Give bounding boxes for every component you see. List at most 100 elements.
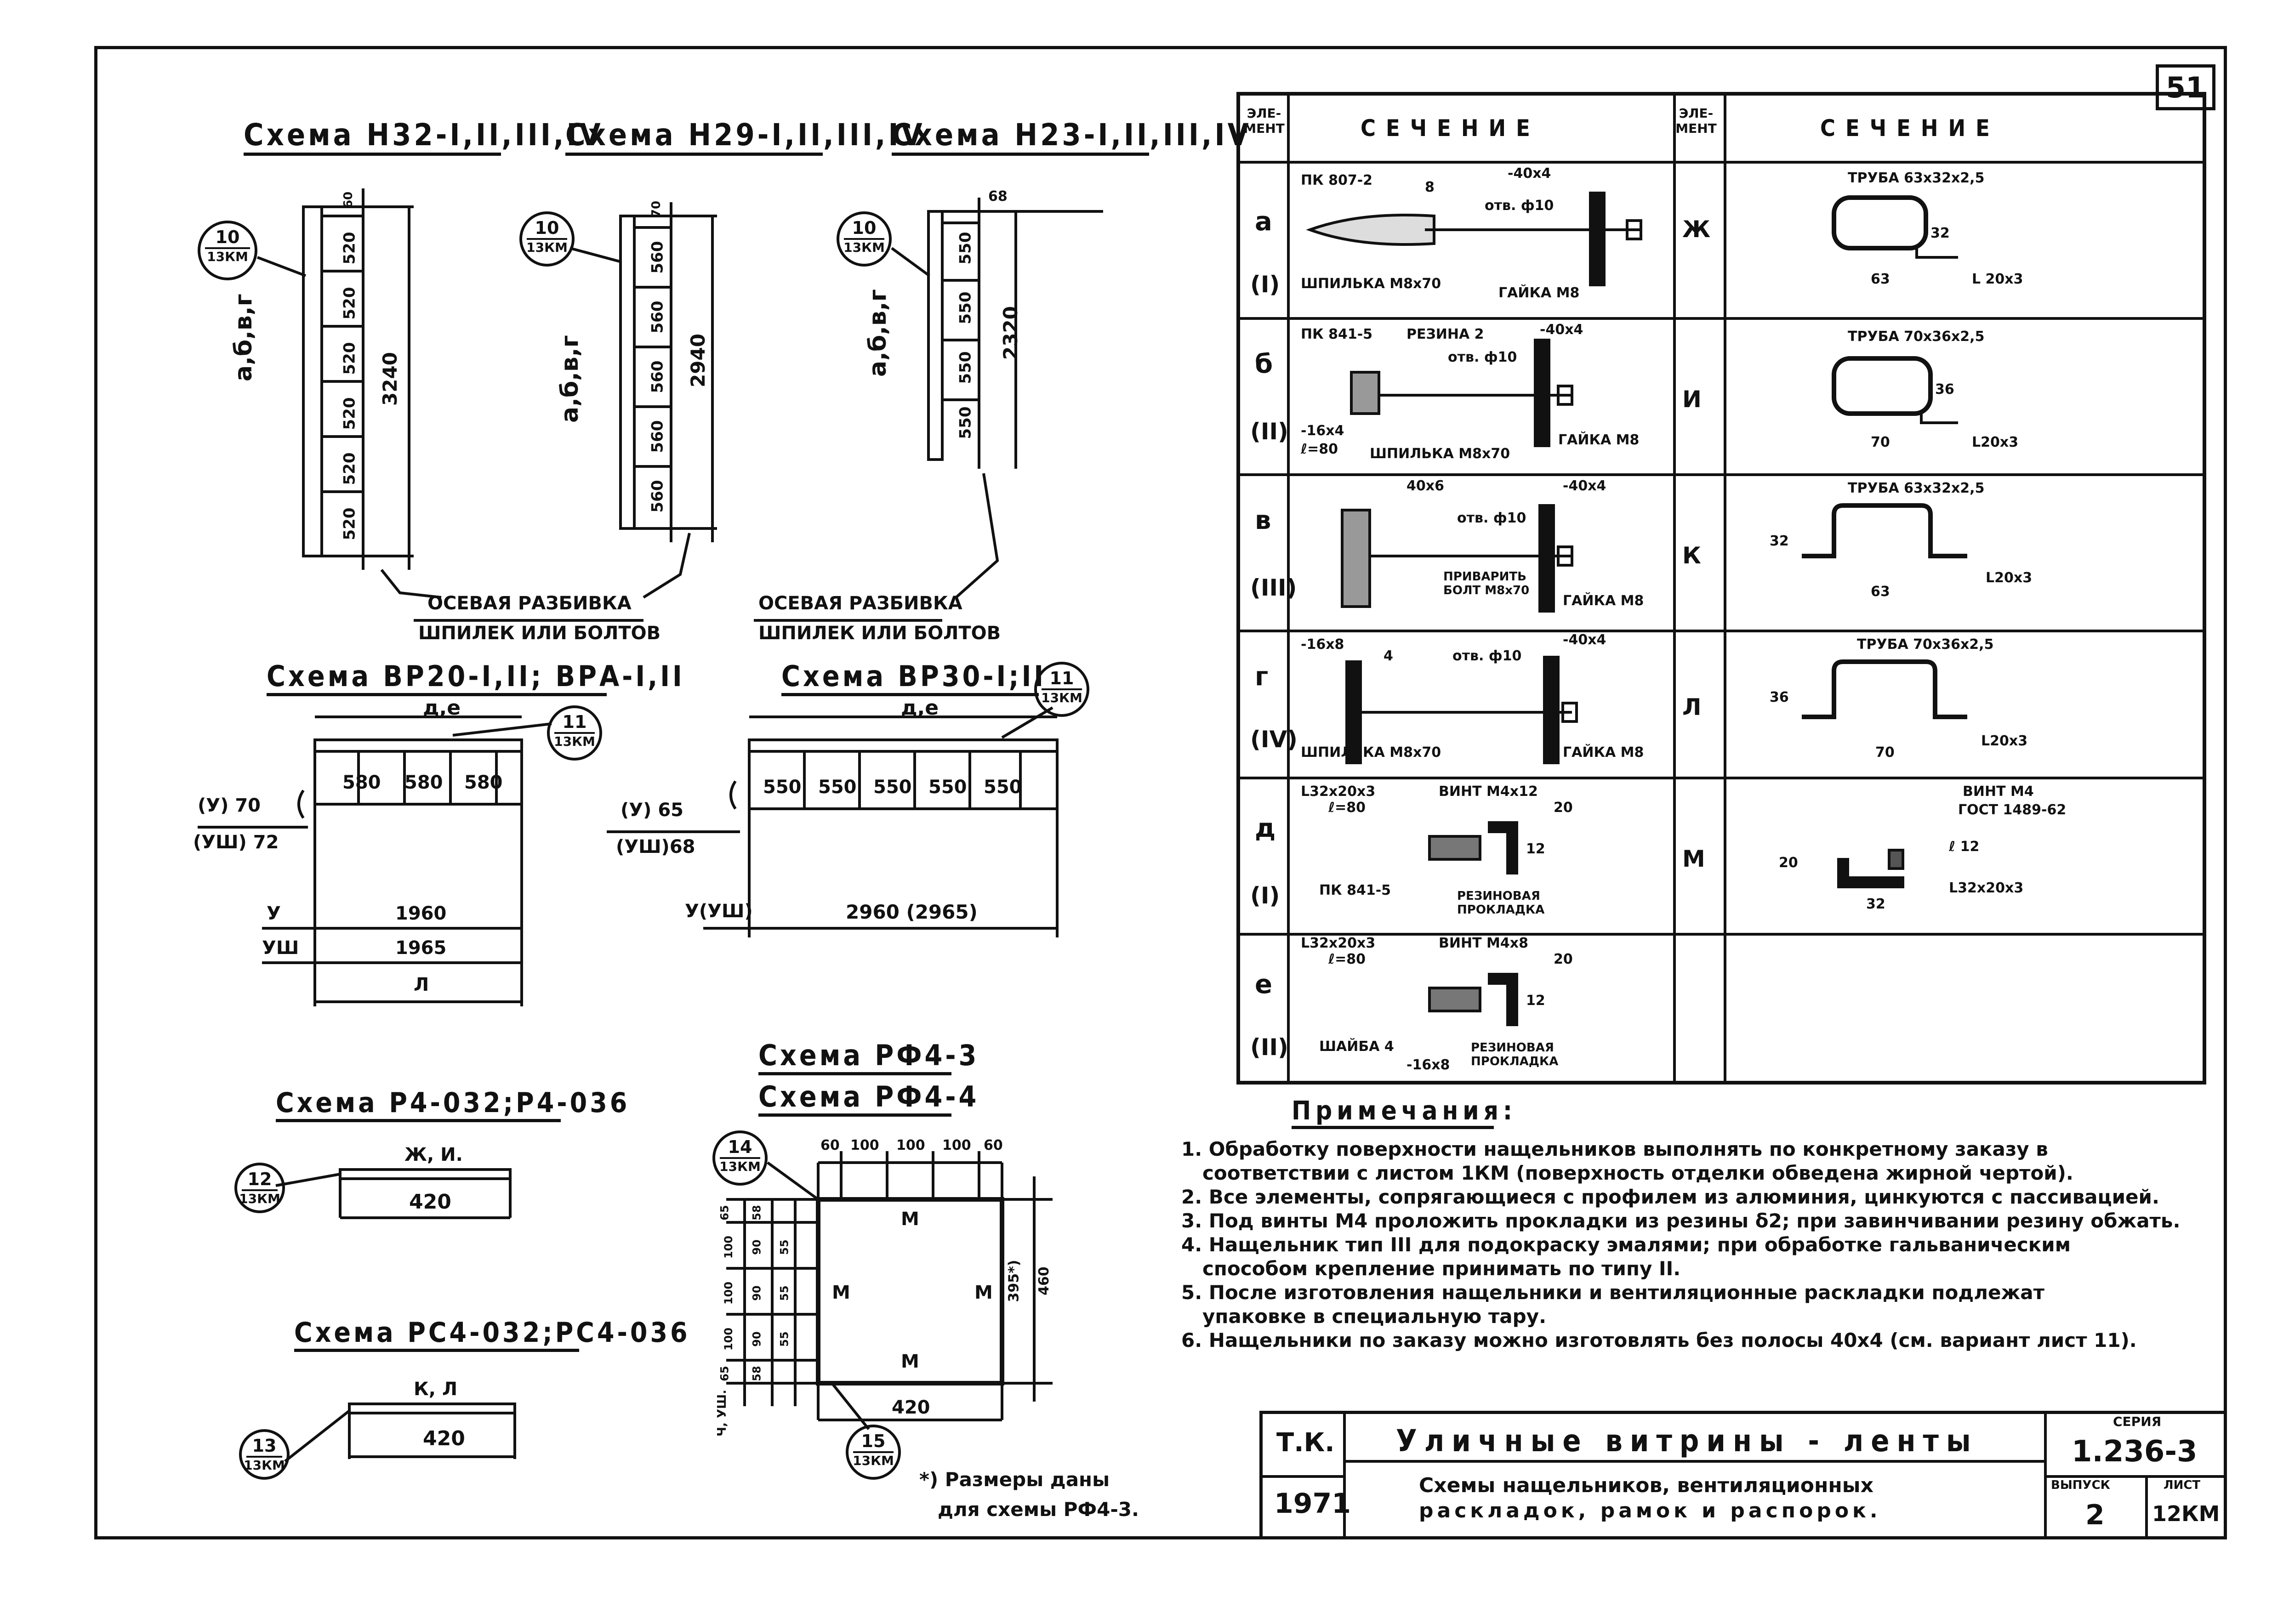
row-l-l0: ТРУБА 70х36х2,5 xyxy=(1857,636,1994,653)
row-e-l0: L32х20х3 xyxy=(1301,935,1376,951)
rf4-right-dim-2: 460 xyxy=(1036,1266,1052,1295)
title-sheet: 12КМ xyxy=(2152,1501,2220,1526)
vr30-cell-0: 550 xyxy=(763,777,802,798)
vr20-row-l-value: Л xyxy=(414,974,429,995)
row-v-l3: ПРИВАРИТЬ БОЛТ М8х70 xyxy=(1443,570,1530,597)
row-b-l4: -16х4 xyxy=(1301,423,1344,439)
row-d-l1: ℓ=80 xyxy=(1328,800,1366,816)
notes-list: 1. Обработку поверхности нащельников вып… xyxy=(1181,1137,2206,1352)
n29-seg-1: 560 xyxy=(648,241,667,274)
rf4-title-2: Схема РФ4-4 xyxy=(758,1080,976,1117)
note-line-5: способом крепление принимать по типу II. xyxy=(1202,1257,1681,1280)
n29-seg-5: 560 xyxy=(648,480,667,513)
row-i-l1: 36 xyxy=(1935,381,1954,397)
row-e-type: (II) xyxy=(1250,1034,1288,1061)
row-k-l1: 32 xyxy=(1770,533,1789,549)
note-line-4: 4. Нащельник тип III для подокраску эмал… xyxy=(1181,1233,2071,1256)
vr20-row-u-value: 1960 xyxy=(395,903,447,924)
row-v-l0: 40х6 xyxy=(1406,478,1444,494)
row-e-l7: РЕЗИНОВАЯ ПРОКЛАДКА xyxy=(1471,1041,1559,1068)
row-zh-l1: 32 xyxy=(1930,225,1950,241)
rf4-title-1: Схема РФ4-3 xyxy=(758,1039,976,1075)
sheet-number: 51 xyxy=(2165,71,2206,104)
title-year: 1971 xyxy=(1274,1488,1351,1520)
sections-table xyxy=(1236,92,2206,1085)
row-e-el: е xyxy=(1255,970,1272,999)
axis-note-1a: ОСЕВАЯ РАЗБИВКА xyxy=(427,593,632,614)
row-v-el: в xyxy=(1255,505,1271,535)
row-m-l0: ВИНТ М4 xyxy=(1963,784,2034,800)
title-issue: 2 xyxy=(2085,1499,2105,1531)
row-d-l4: 12 xyxy=(1526,841,1545,857)
row-b-l2: -40х4 xyxy=(1540,322,1583,338)
sheet-number-box: 51 xyxy=(2156,64,2215,110)
row-b-l5: ℓ=80 xyxy=(1301,441,1338,457)
row-i-l3: L20х3 xyxy=(1972,434,2019,450)
p4-label: Ж, И. xyxy=(404,1144,463,1165)
vr30-ref-circle: 11 13КМ xyxy=(1034,662,1089,717)
title-issue-label: ВЫПУСК xyxy=(2051,1478,2110,1492)
row-a-l5: ГАЙКА М8 xyxy=(1498,285,1580,301)
axis-note-1b: ОСЕВАЯ РАЗБИВКА xyxy=(758,593,962,614)
row-e-l3: 20 xyxy=(1554,951,1573,967)
n32-profile xyxy=(302,205,323,557)
title-main: Уличные витрины - ленты xyxy=(1396,1423,1978,1459)
row-d-l0: L32х20х3 xyxy=(1301,784,1376,800)
p4-value: 420 xyxy=(409,1190,451,1214)
title-tk: Т.К. xyxy=(1276,1428,1335,1458)
row-zh-l3: L 20х3 xyxy=(1972,271,2023,287)
title-sub-1: Схемы нащельников, вентиляционных xyxy=(1419,1474,1873,1497)
row-g-l4: ШПИЛЬКА М8х70 xyxy=(1301,744,1441,761)
n32-title: Схема Н32-I,II,III,IV xyxy=(244,117,601,156)
row-v-type: (III) xyxy=(1250,574,1297,601)
rf4-top-dim-4: 60 xyxy=(984,1137,1003,1153)
rf4-m-left: М xyxy=(832,1282,850,1303)
vr30-top-label: д,е xyxy=(901,696,939,720)
note-line-2: 2. Все элементы, сопрягающиеся с профиле… xyxy=(1181,1186,2159,1208)
n23-top-mark: 68 xyxy=(988,188,1008,204)
n23-side-label: а,б,в,г xyxy=(864,289,892,377)
rf4-bottom-dim: 420 xyxy=(892,1397,930,1418)
notes-title: Примечания: xyxy=(1292,1096,1512,1129)
pc4-ref-circle: 13 13КМ xyxy=(239,1429,290,1480)
title-sub-2: раскладок, рамок и распорок. xyxy=(1419,1499,1881,1522)
vr20-cell-0: 580 xyxy=(342,772,381,793)
n32-ticks xyxy=(322,215,363,493)
rf4-m-top: М xyxy=(901,1209,919,1230)
vr30-side-2: (УШ)68 xyxy=(616,836,695,857)
title-block: Т.К. 1971 Уличные витрины - ленты Схемы … xyxy=(1259,1411,2227,1539)
rf4-left-dim-4: 65 xyxy=(718,1366,731,1381)
rf4-left-dim2-2: 90 xyxy=(750,1285,763,1301)
n29-seg-0: 70 xyxy=(649,200,664,218)
n32-seg-4: 520 xyxy=(340,397,359,430)
vr30-cell-4: 550 xyxy=(984,777,1022,798)
row-d-l3: 20 xyxy=(1554,800,1573,816)
rf4-side-label: Ч, УШ. xyxy=(715,1390,729,1437)
vr30-row-value: 2960 (2965) xyxy=(846,901,978,923)
rf4-ref-a-circle: 14 13КМ xyxy=(712,1130,768,1186)
row-a-l4: ШПИЛЬКА М8х70 xyxy=(1301,276,1441,292)
row-l-l2: 70 xyxy=(1875,744,1895,761)
row-i-l2: 70 xyxy=(1871,434,1890,450)
table-header-element-right: ЭЛЕ-МЕНТ xyxy=(1675,106,1717,136)
vr20-side-1: (У) 70 xyxy=(198,795,261,816)
row-v-l1: отв. ф10 xyxy=(1457,510,1526,526)
rf4-left-dim2-4: 58 xyxy=(750,1366,763,1381)
n23-seg-3: 550 xyxy=(956,351,975,384)
rf4-left-dim3-1: 55 xyxy=(778,1285,791,1301)
rf4-top-dim-0: 60 xyxy=(820,1137,840,1153)
row-d-l5: ПК 841-5 xyxy=(1319,882,1391,898)
table-header-element-left: ЭЛЕ-МЕНТ xyxy=(1243,106,1285,136)
vr20-title: Схема ВР20-I,II; ВРА-I,II xyxy=(267,659,682,696)
vr20-cell-1: 580 xyxy=(404,772,443,793)
n32-total: 3240 xyxy=(378,352,401,406)
rf4-ref-b-circle: 15 13КМ xyxy=(846,1425,901,1480)
n32-seg-1: 520 xyxy=(340,232,359,265)
rf4-top-dim-1: 100 xyxy=(850,1137,879,1153)
row-g-l0: -16х8 xyxy=(1301,636,1344,653)
drawing-frame xyxy=(94,46,2227,1539)
row-b-el: б xyxy=(1255,349,1273,379)
note-line-0: 1. Обработку поверхности нащельников вып… xyxy=(1181,1138,2048,1160)
note-line-3: 3. Под винты М4 проложить прокладки из р… xyxy=(1181,1209,2181,1232)
row-g-l3: -40х4 xyxy=(1563,632,1606,648)
